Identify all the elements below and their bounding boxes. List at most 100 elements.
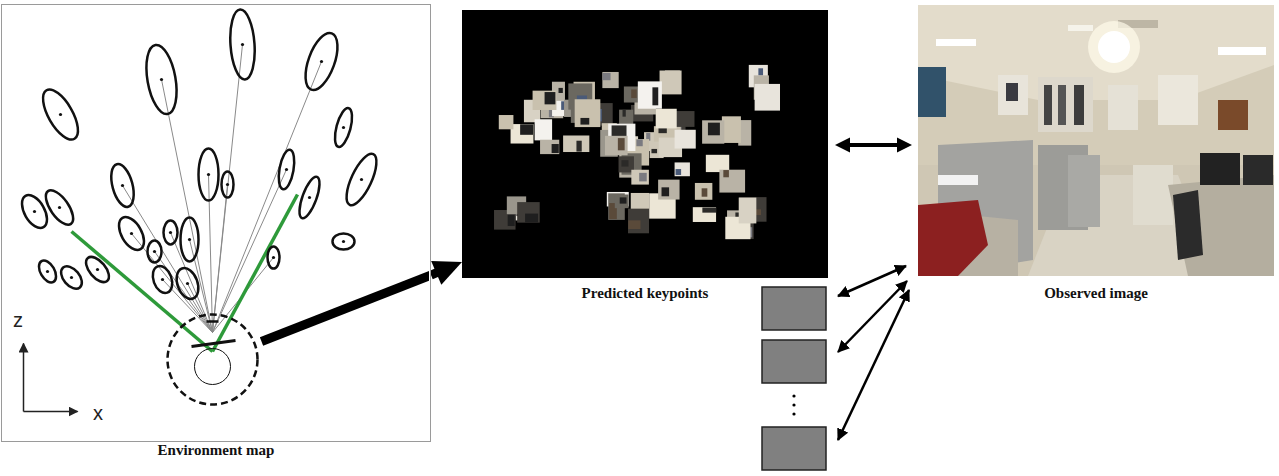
patch-detail (620, 197, 627, 203)
image-patch (693, 207, 716, 222)
arrow-head (835, 138, 850, 153)
image-patch (658, 180, 679, 200)
landmark-dot (285, 168, 288, 171)
image-patch (656, 109, 677, 129)
camera-mark (207, 320, 219, 323)
cabinet (998, 75, 1028, 115)
image-patch (624, 86, 639, 102)
landmark-ellipse (164, 221, 178, 245)
landmark-dot (308, 196, 311, 199)
landmark-ellipse (333, 234, 355, 250)
patch-detail (603, 73, 611, 80)
axis-line (23, 344, 25, 412)
image-patch (660, 71, 682, 95)
landmark-dot (130, 232, 133, 235)
image-box (762, 287, 826, 330)
landmark-ellipse (199, 149, 219, 201)
camera-circle (195, 349, 231, 385)
patch-detail (623, 110, 626, 117)
image-box (762, 427, 826, 470)
landmark-dot (207, 173, 210, 176)
patch-detail (708, 123, 720, 136)
image-box (762, 340, 826, 383)
image-patch (511, 124, 534, 143)
cabinet (1108, 85, 1138, 130)
pointer-arrow-shaft (262, 275, 430, 342)
patch-detail (525, 214, 538, 223)
landmark-ellipse (148, 241, 162, 263)
landmark-ellipse (35, 258, 59, 286)
monitor (1200, 153, 1240, 185)
image-patch (631, 170, 649, 185)
image-patch (615, 195, 629, 209)
poster (1218, 100, 1248, 130)
landmark-dot (33, 210, 36, 213)
landmark-dot (46, 270, 49, 273)
image-patch (563, 135, 589, 152)
patch-detail (658, 128, 666, 133)
landmark-dot (186, 282, 189, 285)
image-patch (499, 115, 514, 129)
partition (1068, 155, 1100, 227)
ray-line (213, 185, 228, 333)
landmark-ellipse (41, 186, 79, 229)
ray-line (188, 284, 213, 333)
caption-holder: Predicted keypoints (582, 284, 709, 302)
landmark-dot (59, 113, 62, 116)
axis-label: z (13, 309, 23, 331)
image-patch (695, 183, 712, 200)
cabinet (1133, 165, 1173, 225)
monitor (1243, 155, 1273, 185)
landmark-ellipse (299, 29, 344, 94)
landmark-dot (161, 278, 164, 281)
ray-line (213, 170, 287, 333)
image-patch (631, 193, 649, 211)
patch-detail (545, 92, 556, 104)
ray-line (162, 80, 213, 333)
flow-arrow (431, 261, 462, 285)
cabinet-content (1006, 83, 1018, 101)
patch-detail (702, 188, 708, 196)
landmark-dot (70, 276, 73, 279)
patch-detail (662, 187, 670, 196)
landmark-ellipse (149, 263, 175, 295)
arrow-shaft (847, 143, 900, 147)
image-patch (675, 162, 690, 176)
uncertainty-circle (168, 315, 258, 405)
arrow-head (431, 261, 462, 285)
landmark-dot (241, 43, 244, 46)
ceiling-light (1068, 25, 1093, 31)
patch-detail (520, 124, 533, 135)
ellipsis-dot (792, 394, 795, 397)
patch-detail (676, 169, 682, 175)
axis-line (24, 411, 78, 413)
image-patch (702, 120, 724, 143)
landmark-ellipse (82, 253, 114, 286)
patch-detail (628, 220, 640, 229)
landmark-ellipse (114, 213, 149, 254)
patch-detail (636, 139, 642, 146)
landmark-dot (169, 231, 172, 234)
landmark-dot (153, 250, 156, 253)
chair (1173, 190, 1203, 260)
caption-holder: Environment map (158, 441, 275, 459)
landmark-ellipse (173, 265, 203, 302)
map-illustration (2, 5, 429, 440)
office-photo (918, 5, 1274, 276)
landmark-ellipse (57, 262, 86, 292)
image-patch (517, 202, 540, 223)
landmark-dot (121, 184, 124, 187)
ellipsis-dot (792, 412, 795, 415)
landmark-dot (342, 240, 345, 243)
whiteboard (1158, 75, 1198, 125)
image-patch (602, 72, 618, 88)
light-glow (1088, 21, 1140, 73)
landmark-ellipse (228, 9, 257, 81)
patch-detail (652, 87, 658, 105)
arrow-head (897, 138, 912, 153)
panel-caption: Environment map (158, 442, 275, 458)
image-patch (533, 91, 557, 110)
image-patch (575, 99, 601, 127)
landmark-ellipse (222, 172, 234, 198)
